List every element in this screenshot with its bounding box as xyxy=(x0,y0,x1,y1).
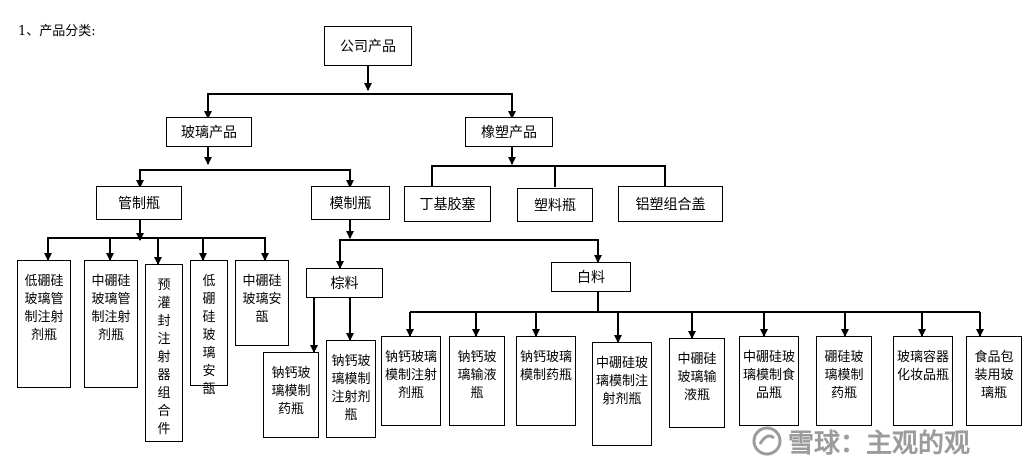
white-item: 中硼硅玻璃模制注射剂瓶 xyxy=(592,342,652,446)
white-item-label: 钠钙玻璃模制注射剂瓶 xyxy=(384,350,437,401)
molded-bottle-node: 模制瓶 xyxy=(311,186,390,220)
rubber-item: 丁基胶塞 xyxy=(404,186,491,222)
white-material-label: 白料 xyxy=(577,270,605,286)
rubber-item-label: 铝塑组合盖 xyxy=(635,197,706,213)
white-item-label: 中硼硅玻璃模制注射剂瓶 xyxy=(595,356,648,407)
tube-item: 中硼硅玻璃安瓿 xyxy=(235,260,289,346)
brown-material-node: 棕料 xyxy=(306,268,383,298)
brown-item-label: 钠钙玻璃模制药瓶 xyxy=(271,366,311,417)
root-node: 公司产品 xyxy=(324,26,412,66)
tube-item-label: 低硼硅玻璃安瓿 xyxy=(202,274,216,397)
tube-bottle-node: 管制瓶 xyxy=(96,186,182,220)
white-item: 钠钙玻璃模制药瓶 xyxy=(516,336,576,426)
rubber-item: 塑料瓶 xyxy=(517,188,593,222)
watermark: 雪球：主观的观 xyxy=(752,421,970,461)
tube-item-label: 低硼硅玻璃管制注射剂瓶 xyxy=(24,274,64,343)
white-item: 钠钙玻璃模制注射剂瓶 xyxy=(381,336,441,426)
white-item-label: 玻璃容器化妆品瓶 xyxy=(896,350,949,383)
rubber-item-label: 丁基胶塞 xyxy=(419,197,476,213)
brown-item: 钠钙玻璃模制注射剂瓶 xyxy=(326,340,376,438)
tube-item: 低硼硅玻璃管制注射剂瓶 xyxy=(17,260,71,388)
rubber-item-label: 塑料瓶 xyxy=(534,198,576,214)
glass-products-label: 玻璃产品 xyxy=(181,125,237,141)
white-item-label: 钠钙玻璃模制药瓶 xyxy=(519,350,572,383)
tube-bottle-label: 管制瓶 xyxy=(118,196,160,212)
rubber-products-node: 橡塑产品 xyxy=(465,117,553,147)
rubber-item: 铝塑组合盖 xyxy=(618,186,723,222)
tube-item: 低硼硅玻璃安瓿 xyxy=(190,260,228,397)
root-label: 公司产品 xyxy=(340,39,396,55)
white-item: 硼硅玻璃模制药瓶 xyxy=(816,336,872,426)
rubber-products-label: 橡塑产品 xyxy=(481,125,537,141)
tube-item-label: 预灌封注射器组合件 xyxy=(157,278,171,437)
watermark-text: 雪球：主观的观 xyxy=(788,428,971,459)
white-item: 中硼硅玻璃输液瓶 xyxy=(669,338,725,428)
brown-item-label: 钠钙玻璃模制注射剂瓶 xyxy=(331,354,371,423)
white-item: 钠钙玻璃输液瓶 xyxy=(449,336,505,426)
tube-item: 预灌封注射器组合件 xyxy=(145,264,183,442)
white-item-label: 食品包装用玻璃瓶 xyxy=(974,350,1014,401)
white-item-label: 中硼硅玻璃模制食品瓶 xyxy=(742,350,795,401)
tube-item-label: 中硼硅玻璃安瓿 xyxy=(242,274,282,325)
white-item: 中硼硅玻璃模制食品瓶 xyxy=(739,336,799,426)
glass-products-node: 玻璃产品 xyxy=(166,117,252,147)
page-heading: 1、产品分类: xyxy=(18,24,96,39)
white-item: 玻璃容器化妆品瓶 xyxy=(893,336,953,426)
white-item-label: 中硼硅玻璃输液瓶 xyxy=(677,352,717,403)
white-material-node: 白料 xyxy=(551,262,631,292)
brown-material-label: 棕料 xyxy=(330,276,359,292)
brown-item: 钠钙玻璃模制药瓶 xyxy=(263,352,319,438)
tube-item-label: 中硼硅玻璃管制注射剂瓶 xyxy=(91,274,131,343)
white-item-label: 钠钙玻璃输液瓶 xyxy=(457,350,497,401)
white-item-label: 硼硅玻璃模制药瓶 xyxy=(824,350,864,401)
snowball-logo-icon xyxy=(752,426,782,456)
tube-item: 中硼硅玻璃管制注射剂瓶 xyxy=(84,260,138,388)
molded-bottle-label: 模制瓶 xyxy=(329,196,372,212)
white-item: 食品包装用玻璃瓶 xyxy=(966,336,1022,426)
